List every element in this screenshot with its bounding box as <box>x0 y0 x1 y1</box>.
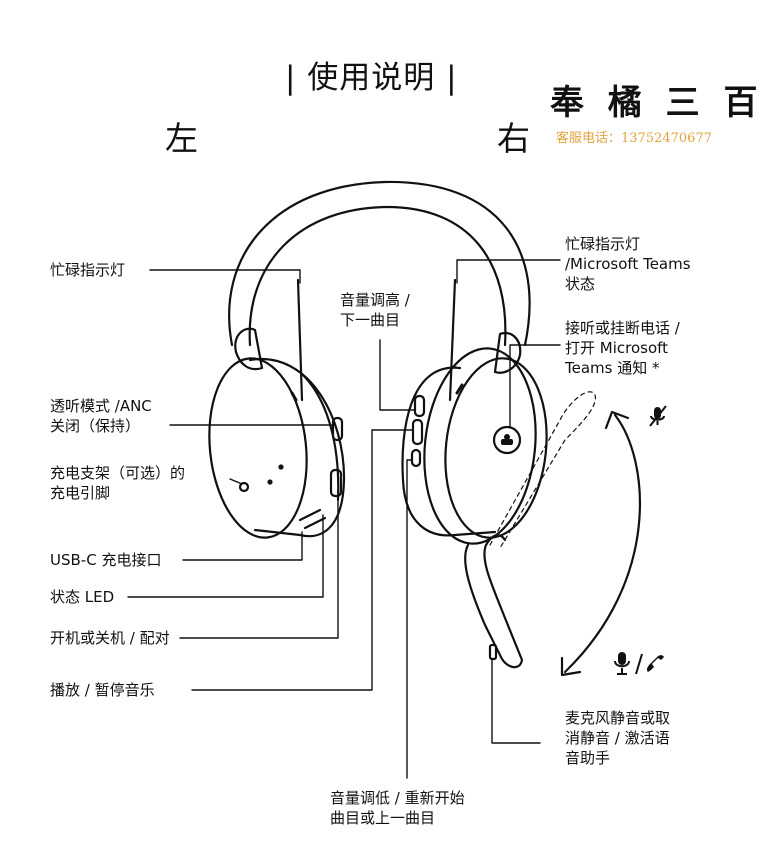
mic-muted-icon <box>649 405 667 427</box>
watermark-brand: 奉 橘 三 百 <box>550 83 763 123</box>
right-slider <box>493 331 522 374</box>
label-hearthrough: 透听模式 /ANC 关闭（保持） <box>50 397 152 435</box>
label-mic-mute: 麦克风静音或取 消静音 / 激活语 音助手 <box>565 709 671 767</box>
headband <box>228 180 531 347</box>
label-volume-up: 音量调高 / 下一曲目 <box>340 291 410 329</box>
left-side-label: 左 <box>165 119 198 158</box>
right-side-label: 右 <box>497 119 530 158</box>
teams-logo-icon <box>501 434 513 445</box>
label-charging-pins: 充电支架（可选）的 充电引脚 <box>50 464 186 502</box>
label-right-busy-light: 忙碌指示灯 /Microsoft Teams 状态 <box>565 235 691 293</box>
right-earcup <box>401 347 548 545</box>
watermark-phone: 客服电话：13752470677 <box>556 131 712 146</box>
label-usbc-port: USB-C 充电接口 <box>50 551 162 569</box>
rotation-arrow <box>563 413 641 674</box>
left-slider <box>234 327 264 371</box>
leader-lines <box>127 259 561 779</box>
label-power-pair: 开机或关机 / 配对 <box>50 629 170 647</box>
label-volume-down: 音量调低 / 重新开始 曲目或上一曲目 <box>330 789 465 827</box>
teams-button[interactable] <box>492 425 522 455</box>
phone-handset-icon <box>646 655 664 672</box>
label-status-led: 状态 LED <box>50 588 115 606</box>
label-play-pause: 播放 / 暂停音乐 <box>50 681 155 699</box>
left-earcup <box>208 357 346 539</box>
mic-icon <box>614 652 643 675</box>
mic-boom-raised <box>489 391 596 549</box>
label-left-busy-light: 忙碌指示灯 <box>50 261 126 279</box>
mic-boom <box>464 534 524 669</box>
headband-inner <box>248 205 507 347</box>
label-answer-call: 接听或挂断电话 / 打开 Microsoft Teams 通知 * <box>565 319 680 377</box>
page-title: | 使用说明 | <box>285 60 458 96</box>
